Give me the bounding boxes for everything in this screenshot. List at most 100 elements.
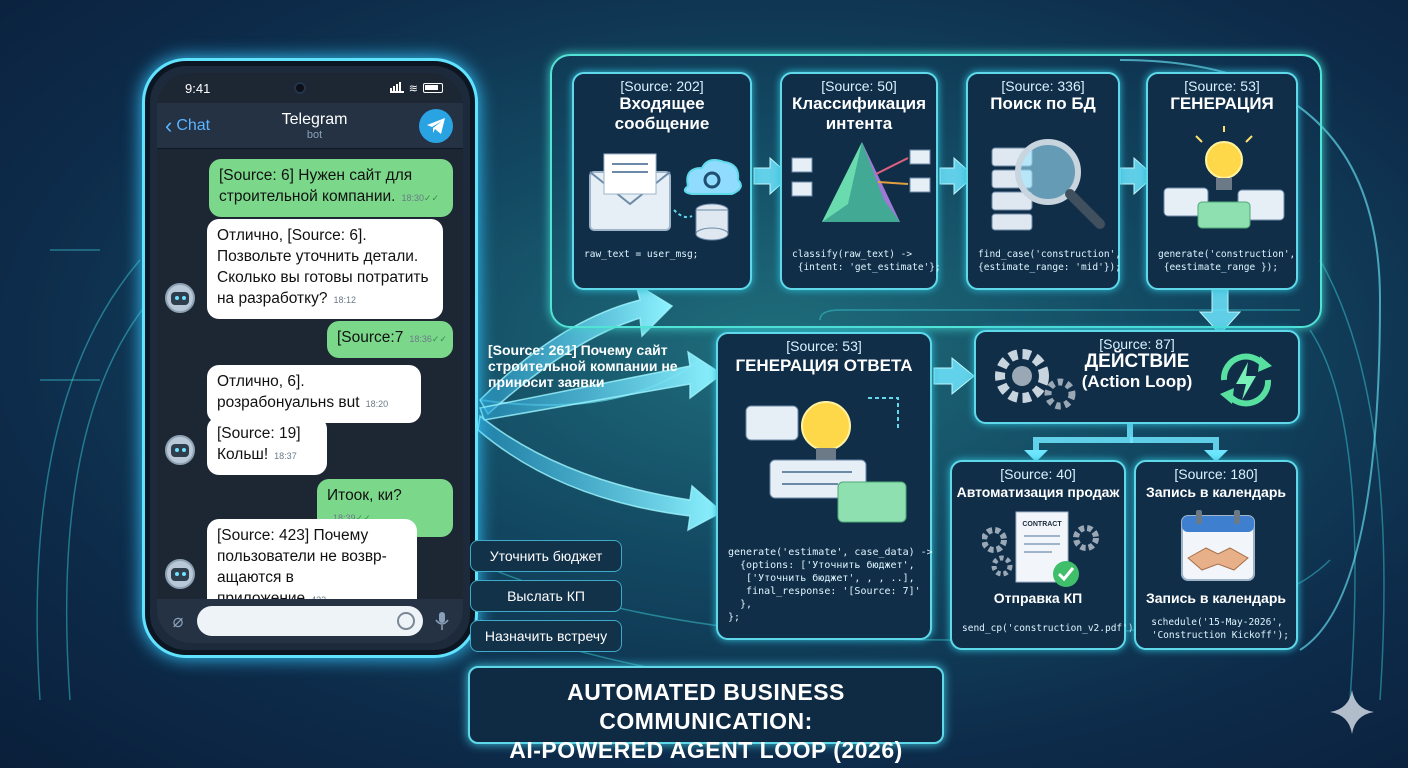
card-source: [Source: 202] <box>620 78 704 94</box>
contract-document-icon: CONTRACT <box>982 511 1099 587</box>
query-label: [Source: 261] Почему сайт строительной к… <box>488 342 678 390</box>
bot-avatar <box>165 559 195 589</box>
gears-icon <box>995 349 1076 410</box>
attach-icon[interactable]: ⌀ <box>172 610 184 631</box>
card-caption: Запись в календарь <box>1146 590 1286 606</box>
message-incoming: [Source: 19] Кольш!18:37 <box>207 417 327 475</box>
read-ticks-icon: ✓✓ <box>424 193 440 203</box>
bot-avatar <box>165 435 195 465</box>
sticker-icon[interactable] <box>397 612 415 630</box>
card-generation: [Source: 53] ГЕНЕРАЦИЯ generate('constru… <box>1146 72 1298 290</box>
message-text: [Source: 6] Нужен сайт для строительной … <box>219 167 413 205</box>
card-title: сообщение <box>614 114 710 133</box>
message-time: 18:20 <box>365 399 389 409</box>
quick-reply-button[interactable]: Назначить встречу <box>470 620 622 652</box>
card-title: ДЕЙСТВИЕ <box>1084 351 1190 372</box>
card-response-generation: [Source: 53] ГЕНЕРАЦИЯ ОТВЕТА generate('… <box>716 332 933 640</box>
read-ticks-icon: ✓✓ <box>431 334 447 344</box>
card-code: generate('estimate', case_data) -> {opti… <box>728 547 933 623</box>
card-calendar-booking: [Source: 180] Запись в календарь Запись … <box>1134 460 1298 650</box>
robot-icon <box>171 291 189 305</box>
card-source: [Source: 180] <box>1174 466 1258 482</box>
refresh-bolt-icon <box>1220 353 1272 407</box>
card-title: Автоматизация продаж <box>956 484 1120 500</box>
envelope-cloud-icon <box>589 153 742 241</box>
footer-title-box: AUTOMATED BUSINESS COMMUNICATION: AI-POW… <box>468 666 944 763</box>
message-time: 18:36 <box>409 334 432 344</box>
message-text: Отлично, [Source: 6]. Позвольте уточнить… <box>217 227 429 307</box>
battery-icon <box>423 83 443 93</box>
lightbulb-dialog-icon <box>745 397 907 523</box>
robot-icon <box>171 567 189 581</box>
card-title: Классификация <box>791 94 927 113</box>
message-outgoing: [Source: 6] Нужен сайт для строительной … <box>209 159 453 217</box>
message-time: 18:12 <box>333 295 357 305</box>
prism-icon <box>791 142 931 222</box>
card-title: Входящее <box>619 94 705 113</box>
card-title: (Action Loop) <box>1081 372 1193 391</box>
wifi-icon: ≋ <box>408 82 418 95</box>
card-title: интента <box>825 114 893 133</box>
card-code: schedule('15-May-2026', 'Construction Ki… <box>1151 617 1289 641</box>
card-source: [Source: 53] <box>1184 78 1260 94</box>
chat-subtitle: bot <box>306 128 323 141</box>
back-label: Chat <box>176 116 211 134</box>
message-text: Итоок, ки? <box>327 487 402 504</box>
message-text: [Source: 19] Кольш! <box>217 425 301 463</box>
chevron-left-icon: ‹ <box>165 112 173 138</box>
message-input-bar: ⌀ <box>157 599 463 643</box>
chat-title-block: Telegram bot <box>282 111 348 141</box>
quick-reply-button[interactable]: Выслать КП <box>470 580 622 612</box>
message-time: 18:39 <box>333 513 356 523</box>
microphone-icon[interactable] <box>431 610 453 632</box>
card-source: [Source: 50] <box>821 78 897 94</box>
card-intent-classification: [Source: 50] Классификация интента class… <box>780 72 941 290</box>
lightbulb-chat-icon <box>1163 126 1285 229</box>
card-caption: Отправка КП <box>993 590 1083 606</box>
phone-screen: 9:41 ≋ ‹ Chat Telegram bot <box>157 73 463 643</box>
card-incoming-message: [Source: 202] Входящее сообщение raw_tex… <box>572 72 752 290</box>
footer-title-line2: AI-POWERED AGENT LOOP (2026) <box>509 737 903 763</box>
chat-title: Telegram <box>281 110 348 128</box>
bot-avatar <box>165 283 195 313</box>
message-time: 18:30 <box>401 193 425 203</box>
card-code: classify(raw_text) -> {intent: 'get_esti… <box>792 249 941 273</box>
message-list: [Source: 6] Нужен сайт для строительной … <box>157 149 463 619</box>
magnifier-server-icon <box>991 139 1105 231</box>
card-source: [Source: 40] <box>1000 466 1076 482</box>
card-code: generate('construction', {eestimate_rang… <box>1158 249 1296 273</box>
read-ticks-icon: ✓✓ <box>355 513 371 523</box>
robot-icon <box>171 443 189 457</box>
message-text: [Source: 423] Почему пользователи не воз… <box>217 527 387 607</box>
message-input[interactable] <box>197 606 423 636</box>
message-incoming: Отлично, [Source: 6]. Позвольте уточнить… <box>207 219 443 319</box>
chat-header: ‹ Chat Telegram bot <box>157 103 463 149</box>
phone-mockup: 9:41 ≋ ‹ Chat Telegram bot <box>142 58 478 658</box>
card-source: [Source: 336] <box>1001 78 1085 94</box>
signal-icon <box>389 81 404 93</box>
message-time: 18:37 <box>274 451 297 461</box>
card-action-loop: [Source: 87] ДЕЙСТВИЕ (Action Loop) <box>974 330 1300 424</box>
message-text: Отлично, 6]. розрабонуальнs вut <box>217 373 360 411</box>
pipeline-frame <box>550 54 1322 328</box>
card-code: find_case('construction', {estimate_rang… <box>978 249 1121 273</box>
quick-reply-button[interactable]: Уточнить бюджет <box>470 540 622 572</box>
card-title: Поиск по БД <box>990 94 1096 113</box>
sparkle-icon <box>1330 690 1374 734</box>
camera-notch-icon <box>294 82 307 94</box>
calendar-handshake-icon <box>1181 510 1255 581</box>
contract-label: CONTRACT <box>1022 521 1062 528</box>
status-icons: ≋ <box>389 81 443 95</box>
card-sales-automation: [Source: 40] Автоматизация продаж CONTRA… <box>950 460 1140 650</box>
card-title: Запись в календарь <box>1146 484 1286 500</box>
card-title: ГЕНЕРАЦИЯ <box>1170 94 1274 113</box>
card-db-search: [Source: 336] Поиск по БД find_case('con… <box>966 72 1121 290</box>
back-button[interactable]: ‹ Chat <box>165 112 211 138</box>
message-incoming: Отлично, 6]. розрабонуальнs вut 18:20 <box>207 365 421 423</box>
telegram-icon[interactable] <box>419 108 453 143</box>
card-title: ГЕНЕРАЦИЯ ОТВЕТА <box>735 356 913 375</box>
card-code: send_cp('construction_v2.pdf'); <box>962 623 1140 634</box>
card-code: raw_text = user_msg; <box>584 249 699 260</box>
paper-plane-icon <box>427 117 445 134</box>
